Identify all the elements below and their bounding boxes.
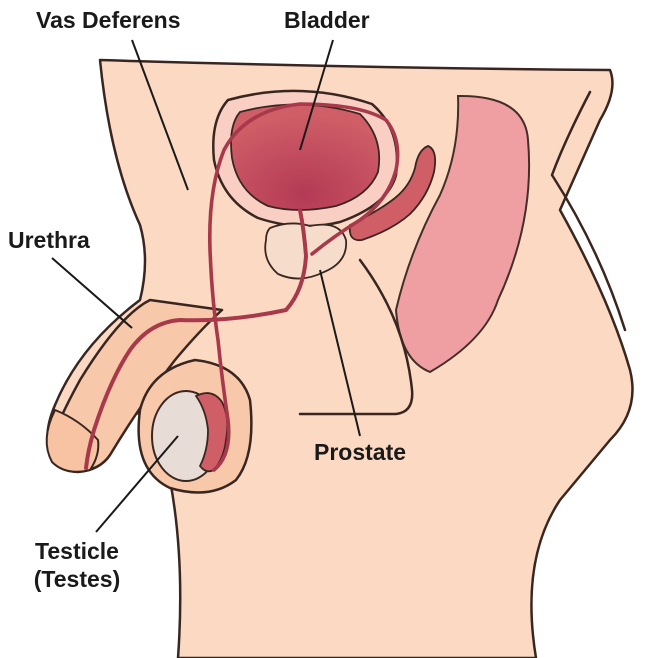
label-prostate: Prostate xyxy=(314,438,406,466)
leader-urethra xyxy=(52,258,132,328)
label-testicle-line2: (Testes) xyxy=(14,565,140,593)
label-testicle: Testicle (Testes) xyxy=(14,537,140,593)
label-bladder: Bladder xyxy=(284,6,370,34)
label-urethra: Urethra xyxy=(8,226,90,254)
label-vas-deferens: Vas Deferens xyxy=(36,6,180,34)
label-testicle-line1: Testicle xyxy=(14,537,140,565)
